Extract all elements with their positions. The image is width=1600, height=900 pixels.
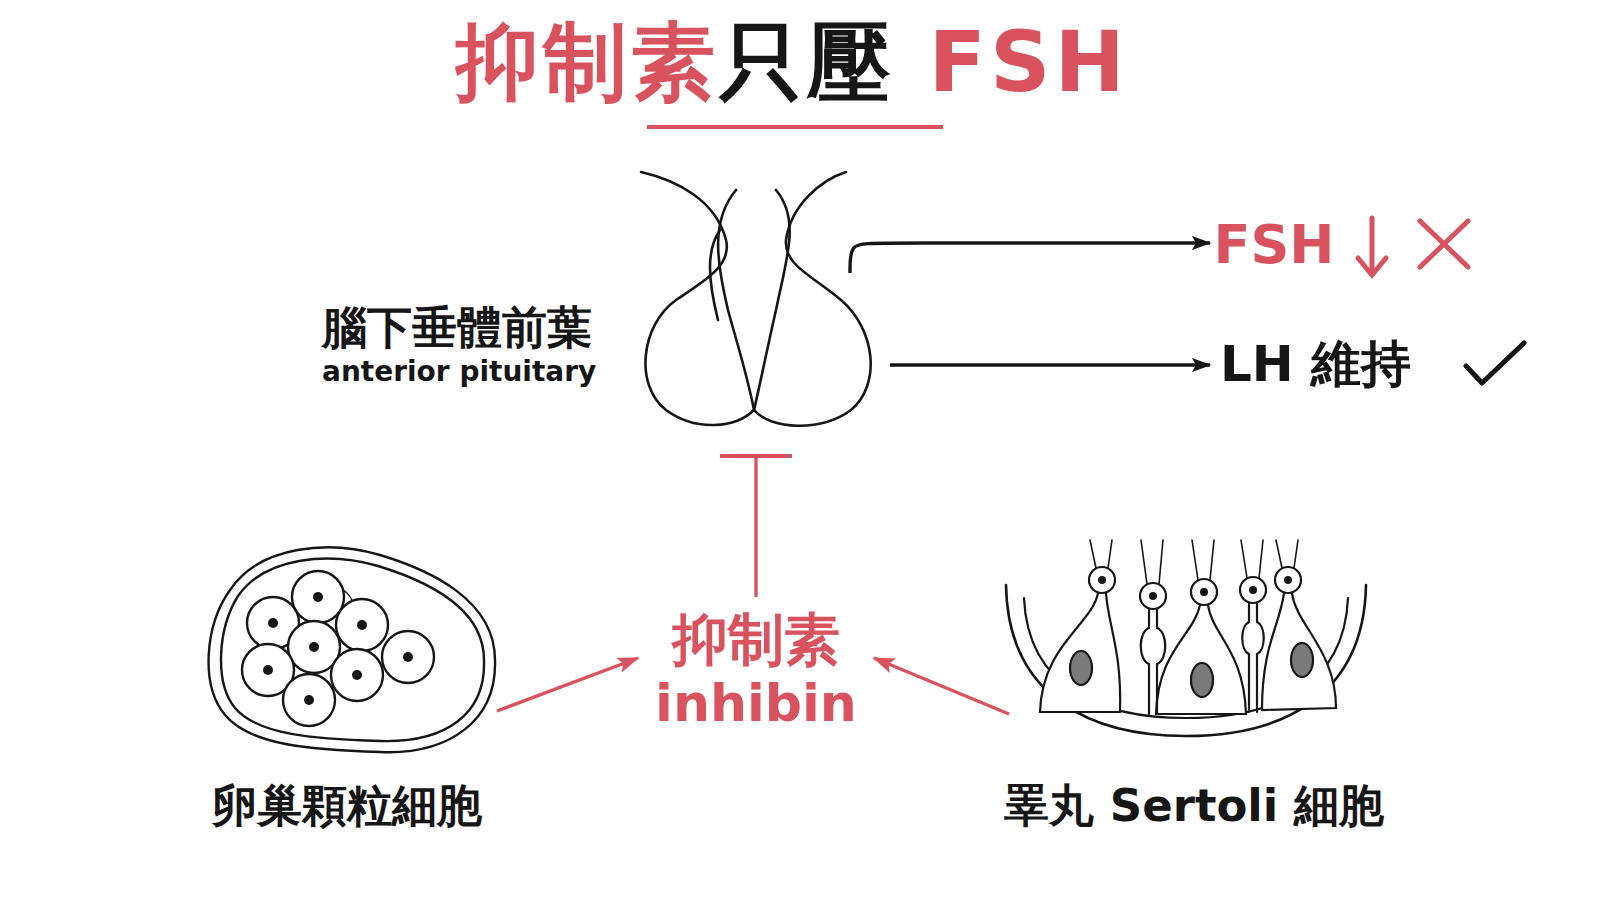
sertoli-nucleus xyxy=(1070,651,1092,685)
organ-label: 腦下垂體前葉 xyxy=(322,302,592,354)
stimulation-arrow xyxy=(890,363,1210,366)
cell-label: 卵巢顆粒細胞 xyxy=(212,780,482,832)
secretion-arrow xyxy=(497,658,638,711)
granulosa-drawing xyxy=(209,547,495,752)
pituitary-inner-line xyxy=(718,190,754,410)
hormone-node: LH 維持 xyxy=(1218,335,1433,395)
cell-nucleus xyxy=(263,665,273,675)
granulosa-cell xyxy=(283,674,335,726)
down-arrow-shaft xyxy=(1370,218,1375,272)
sertoli-cell xyxy=(1156,605,1246,714)
cell-nucleus xyxy=(357,620,367,630)
ovary-inner-outline xyxy=(221,559,484,741)
granulosa-cell xyxy=(292,571,344,623)
hormone-label: FSH xyxy=(1214,214,1335,276)
cell-nucleus xyxy=(268,618,278,628)
cell-nucleus xyxy=(304,695,314,705)
cell-nucleus xyxy=(1284,576,1292,584)
cell-nucleus xyxy=(1200,588,1208,596)
sertoli-drawing xyxy=(1006,540,1366,736)
decrease-symbol xyxy=(1358,218,1386,275)
sperm-tails xyxy=(1090,540,1298,584)
cell-label: 睪丸 Sertoli 細胞 xyxy=(1004,780,1384,832)
hormone-label: LH 維持 xyxy=(1220,336,1411,394)
spermatid xyxy=(1275,567,1301,593)
sertoli-nucleus xyxy=(1291,643,1313,677)
cell-nucleus xyxy=(1249,586,1257,594)
granulosa-node: 卵巢顆粒細胞 xyxy=(209,546,497,755)
cell-nucleus xyxy=(403,652,413,662)
down-arrow-head xyxy=(1358,258,1386,275)
cell-nucleus xyxy=(352,670,362,680)
title-underline xyxy=(647,125,943,129)
pituitary-inner-line xyxy=(710,230,720,320)
spermatid xyxy=(1240,577,1266,603)
check-mark xyxy=(1466,343,1524,383)
cell-nucleus xyxy=(1098,576,1106,584)
pituitary-inner-line xyxy=(754,190,790,410)
stimulation-arrow xyxy=(850,243,1210,273)
pituitary-drawing xyxy=(641,172,871,426)
organ-label-english: anterior pituitary xyxy=(322,356,596,388)
sertoli-cell xyxy=(1040,593,1120,712)
connectors xyxy=(497,243,1210,714)
pituitary-outline xyxy=(641,172,871,426)
sertoli-cell xyxy=(1262,593,1336,710)
cell-nucleus xyxy=(309,642,319,652)
cross-mark xyxy=(1420,221,1468,267)
hormone-label: 抑制素 xyxy=(672,608,840,672)
granulosa-cell xyxy=(331,649,383,701)
pituitary-node: 腦下垂體前葉anterior pituitary xyxy=(636,170,876,432)
germ-cell xyxy=(1242,603,1264,712)
ovary-outline xyxy=(209,547,495,752)
spermatid xyxy=(1140,583,1166,609)
spermatid xyxy=(1089,567,1115,593)
secretion-arrow xyxy=(874,658,1009,714)
granulosa-cell xyxy=(336,599,388,651)
germ-cell xyxy=(1141,609,1166,714)
spermatid-nuclei xyxy=(1098,576,1292,600)
cell-nuclei xyxy=(263,592,413,705)
sertoli-nucleus xyxy=(1191,663,1213,697)
granulosa-cell xyxy=(382,631,434,683)
spermatid xyxy=(1191,579,1217,605)
tubule-wall xyxy=(1006,585,1366,736)
hormone-node: FSH xyxy=(1218,215,1330,275)
cell-nucleus xyxy=(313,592,323,602)
cell-nucleus xyxy=(1149,592,1157,600)
hormone-label-english: inhibin xyxy=(655,674,857,734)
sertoli-node: 睪丸 Sertoli 細胞 xyxy=(1005,536,1367,735)
diagram-title: 抑制素只壓 FSH xyxy=(455,20,1128,104)
inhibition-connector xyxy=(754,456,757,597)
inhibin-node: 抑制素inhibin xyxy=(640,600,872,730)
